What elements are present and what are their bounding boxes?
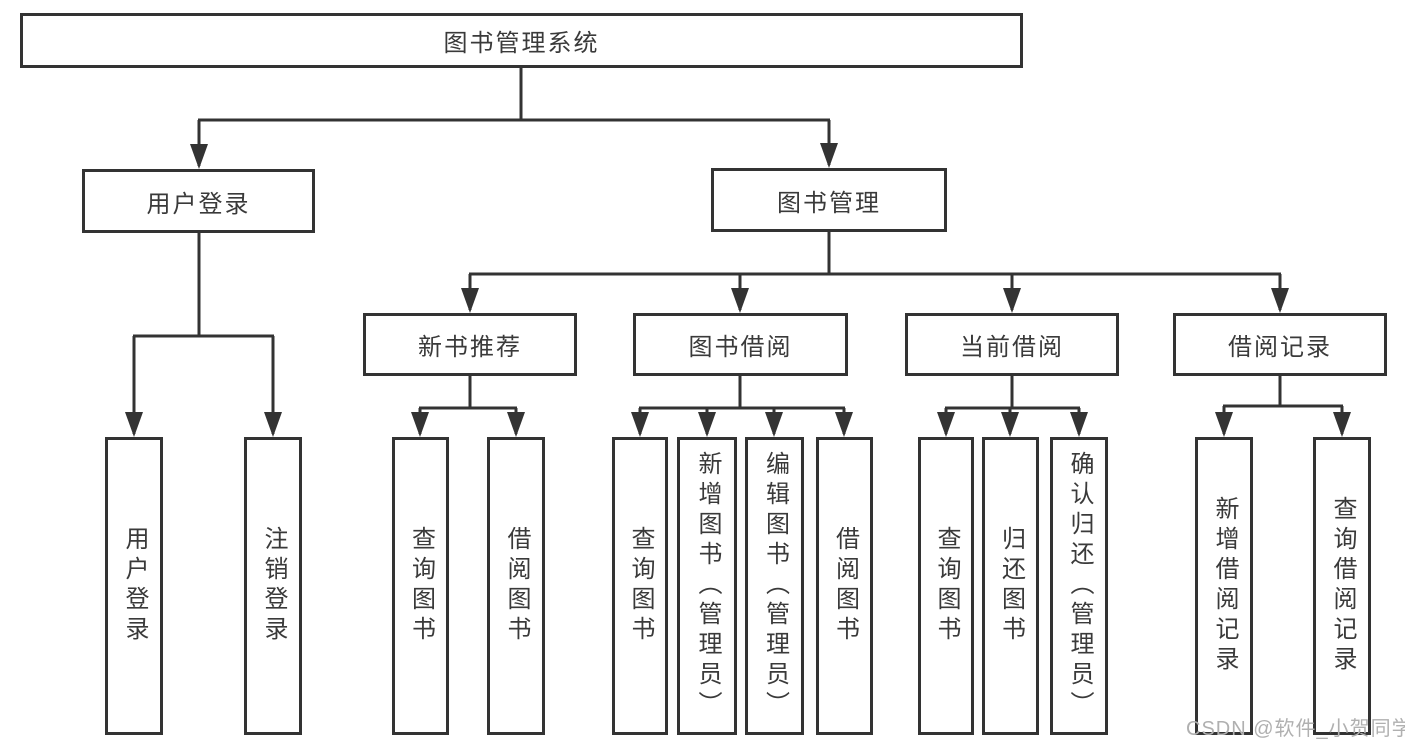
- leaf-query-book-3: 查询图书: [918, 437, 974, 735]
- node-new-book-recommend-label: 新书推荐: [418, 334, 522, 361]
- leaf-add-book-admin-label: 新增图书（管理员）: [694, 451, 721, 721]
- leaf-query-book-2-label: 查询图书: [627, 526, 654, 646]
- node-book-management: 图书管理: [711, 168, 947, 232]
- leaf-add-borrow-record-label: 新增借阅记录: [1211, 496, 1238, 676]
- leaf-borrow-book-1-label: 借阅图书: [503, 526, 530, 646]
- node-root: 图书管理系统: [20, 13, 1023, 68]
- leaf-query-book-2: 查询图书: [612, 437, 668, 735]
- csdn-watermark: CSDN @软件_小贺同学: [1186, 718, 1405, 740]
- leaf-edit-book-admin: 编辑图书（管理员）: [745, 437, 804, 735]
- node-root-label: 图书管理系统: [443, 30, 600, 57]
- node-borrow-records-label: 借阅记录: [1228, 334, 1332, 361]
- leaf-query-book-1-label: 查询图书: [407, 526, 435, 646]
- leaf-query-borrow-record: 查询借阅记录: [1313, 437, 1371, 735]
- leaf-query-book-3-label: 查询图书: [933, 526, 960, 646]
- leaf-edit-book-admin-label: 编辑图书（管理员）: [761, 451, 789, 721]
- node-book-management-label: 图书管理: [777, 189, 881, 217]
- leaf-logout: 注销登录: [244, 437, 302, 735]
- leaf-borrow-book-2-label: 借阅图书: [831, 526, 859, 646]
- leaf-user-login: 用户登录: [105, 437, 163, 735]
- leaf-return-book: 归还图书: [982, 437, 1039, 735]
- leaf-add-book-admin: 新增图书（管理员）: [677, 437, 737, 735]
- arrowheads: [125, 143, 1351, 437]
- leaf-user-login-label: 用户登录: [121, 526, 148, 646]
- leaf-borrow-book-2: 借阅图书: [816, 437, 873, 735]
- leaf-return-book-label: 归还图书: [997, 526, 1025, 646]
- node-book-borrow-label: 图书借阅: [688, 334, 793, 361]
- node-borrow-records: 借阅记录: [1173, 313, 1387, 376]
- node-user-login-label: 用户登录: [146, 190, 251, 218]
- leaf-confirm-return-admin: 确认归还（管理员）: [1050, 437, 1108, 735]
- node-user-login: 用户登录: [82, 169, 315, 233]
- node-current-borrow: 当前借阅: [905, 313, 1119, 376]
- leaf-query-book-1: 查询图书: [392, 437, 449, 735]
- leaf-confirm-return-admin-label: 确认归还（管理员）: [1066, 451, 1093, 721]
- leaf-query-borrow-record-label: 查询借阅记录: [1329, 496, 1356, 676]
- leaf-logout-label: 注销登录: [260, 526, 287, 646]
- node-book-borrow: 图书借阅: [633, 313, 848, 376]
- leaf-borrow-book-1: 借阅图书: [487, 437, 545, 735]
- node-current-borrow-label: 当前借阅: [960, 334, 1064, 361]
- leaf-add-borrow-record: 新增借阅记录: [1195, 437, 1253, 735]
- node-new-book-recommend: 新书推荐: [363, 313, 577, 376]
